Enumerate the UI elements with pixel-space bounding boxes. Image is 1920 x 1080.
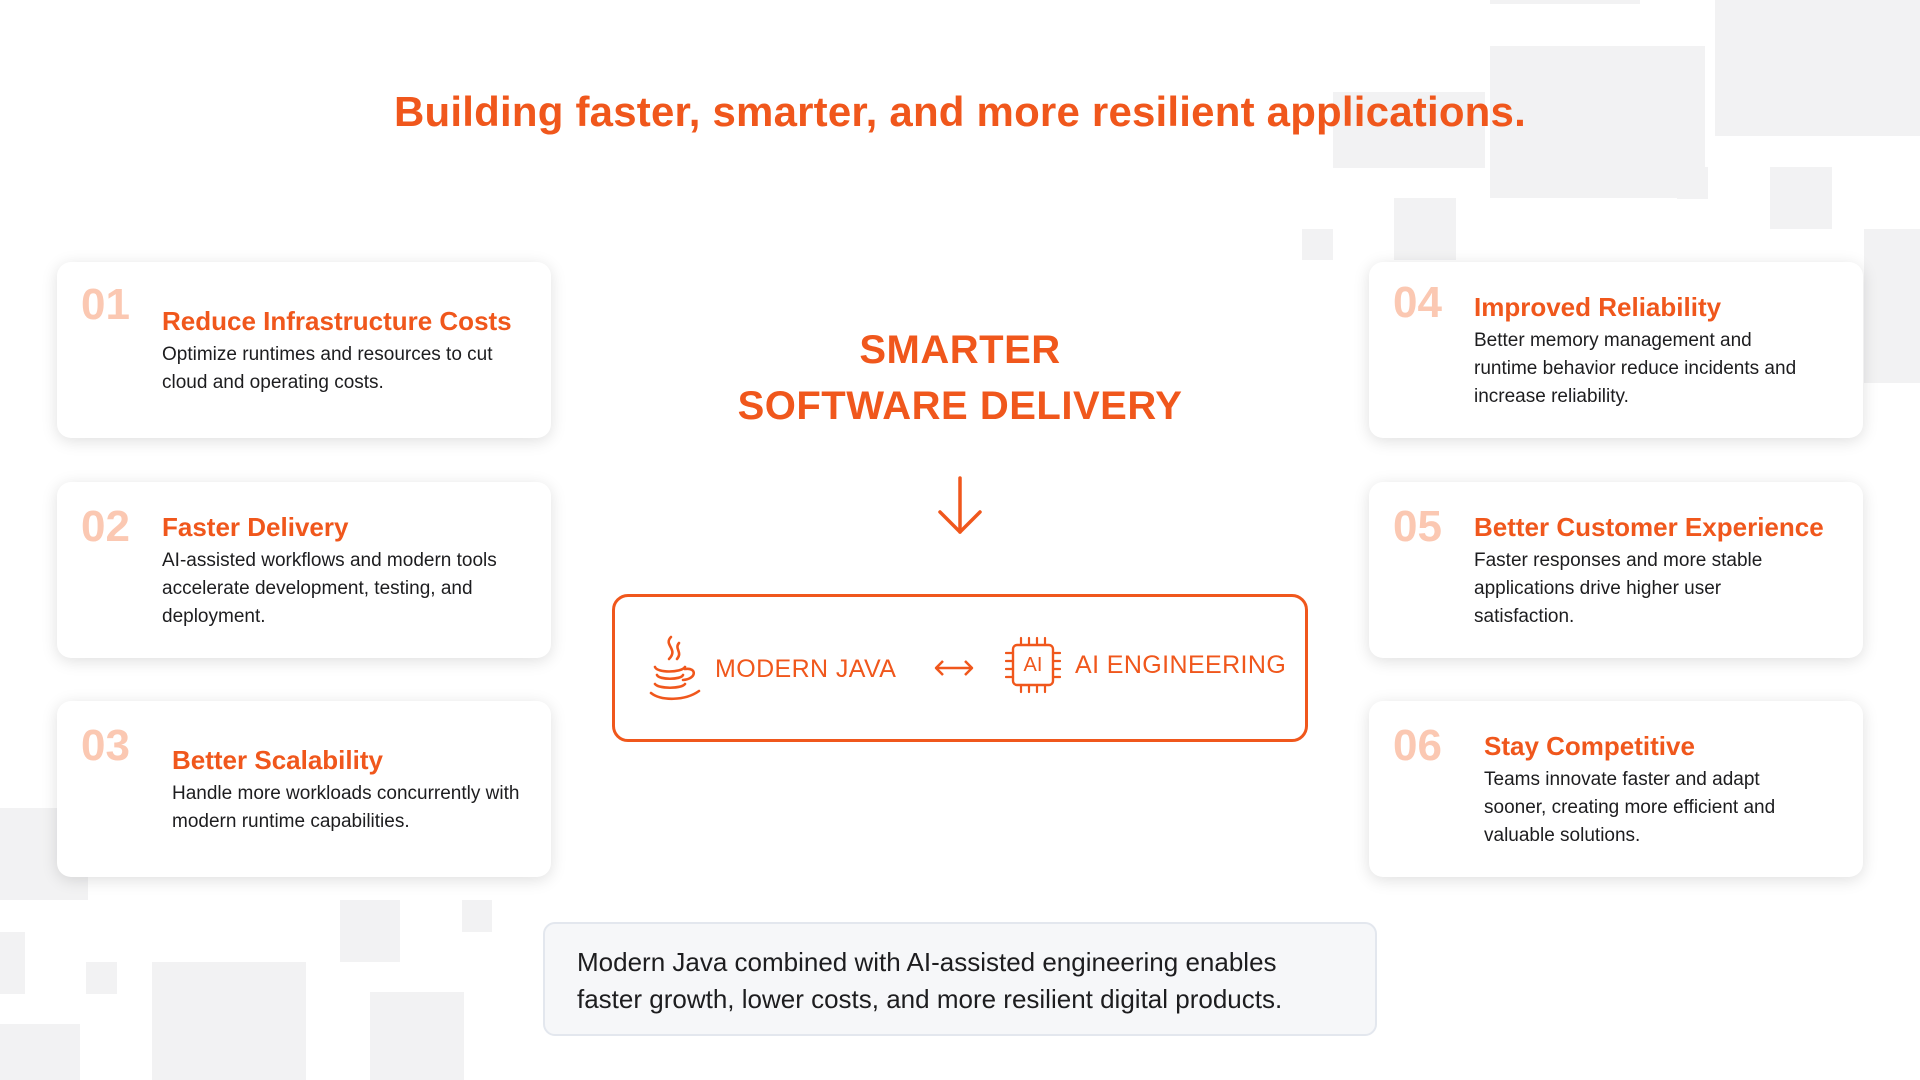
technology-pairing-box: MODERN JAVA AI AI ENGI bbox=[612, 594, 1308, 742]
modern-java-item: MODERN JAVA bbox=[647, 633, 896, 705]
benefit-card-05: 05 Better Customer Experience Faster res… bbox=[1369, 482, 1863, 658]
summary-line2: faster growth, lower costs, and more res… bbox=[577, 984, 1283, 1014]
ai-engineering-label: AI ENGINEERING bbox=[1075, 650, 1287, 679]
benefit-card-06: 06 Stay Competitive Teams innovate faste… bbox=[1369, 701, 1863, 877]
card-description: AI-assisted workflows and modern tools a… bbox=[162, 550, 497, 627]
benefit-card-01: 01 Reduce Infrastructure Costs Optimize … bbox=[57, 262, 551, 438]
card-title: Faster Delivery bbox=[162, 512, 349, 542]
summary-box: Modern Java combined with AI-assisted en… bbox=[543, 922, 1377, 1036]
arrow-down-icon bbox=[938, 476, 982, 534]
card-title: Stay Competitive bbox=[1484, 731, 1695, 761]
modern-java-label: MODERN JAVA bbox=[715, 654, 897, 683]
card-number: 01 bbox=[81, 280, 130, 329]
card-title: Improved Reliability bbox=[1474, 292, 1722, 322]
card-number: 05 bbox=[1393, 502, 1442, 551]
java-coffee-cup-icon bbox=[649, 635, 701, 701]
center-title: SMARTER SOFTWARE DELIVERY bbox=[610, 322, 1310, 434]
card-description: Better memory management and runtime beh… bbox=[1474, 330, 1797, 407]
card-title: Better Scalability bbox=[172, 745, 383, 775]
card-description: Optimize runtimes and resources to cut c… bbox=[162, 344, 493, 393]
ai-chip-text: AI bbox=[1023, 654, 1043, 676]
card-number: 04 bbox=[1393, 278, 1442, 327]
benefit-card-03: 03 Better Scalability Handle more worklo… bbox=[57, 701, 551, 877]
headline: Building faster, smarter, and more resil… bbox=[394, 88, 1526, 135]
center-title-line1: SMARTER bbox=[859, 328, 1061, 372]
summary-line1: Modern Java combined with AI-assisted en… bbox=[577, 947, 1277, 977]
card-title: Better Customer Experience bbox=[1474, 512, 1824, 542]
card-number: 02 bbox=[81, 502, 130, 551]
card-description: Handle more workloads concurrently with … bbox=[172, 783, 520, 832]
card-number: 06 bbox=[1393, 721, 1442, 770]
benefit-card-02: 02 Faster Delivery AI-assisted workflows… bbox=[57, 482, 551, 658]
ai-engineering-item: AI AI ENGINEERING bbox=[1005, 635, 1286, 695]
card-description: Faster responses and more stable applica… bbox=[1474, 550, 1763, 627]
card-title: Reduce Infrastructure Costs bbox=[162, 306, 512, 336]
ai-chip-icon: AI bbox=[1005, 635, 1061, 695]
bidirectional-arrow-icon bbox=[934, 660, 974, 676]
benefit-card-04: 04 Improved Reliability Better memory ma… bbox=[1369, 262, 1863, 438]
center-title-line2: SOFTWARE DELIVERY bbox=[737, 384, 1183, 428]
card-number: 03 bbox=[81, 721, 130, 770]
card-description: Teams innovate faster and adapt sooner, … bbox=[1484, 769, 1776, 846]
